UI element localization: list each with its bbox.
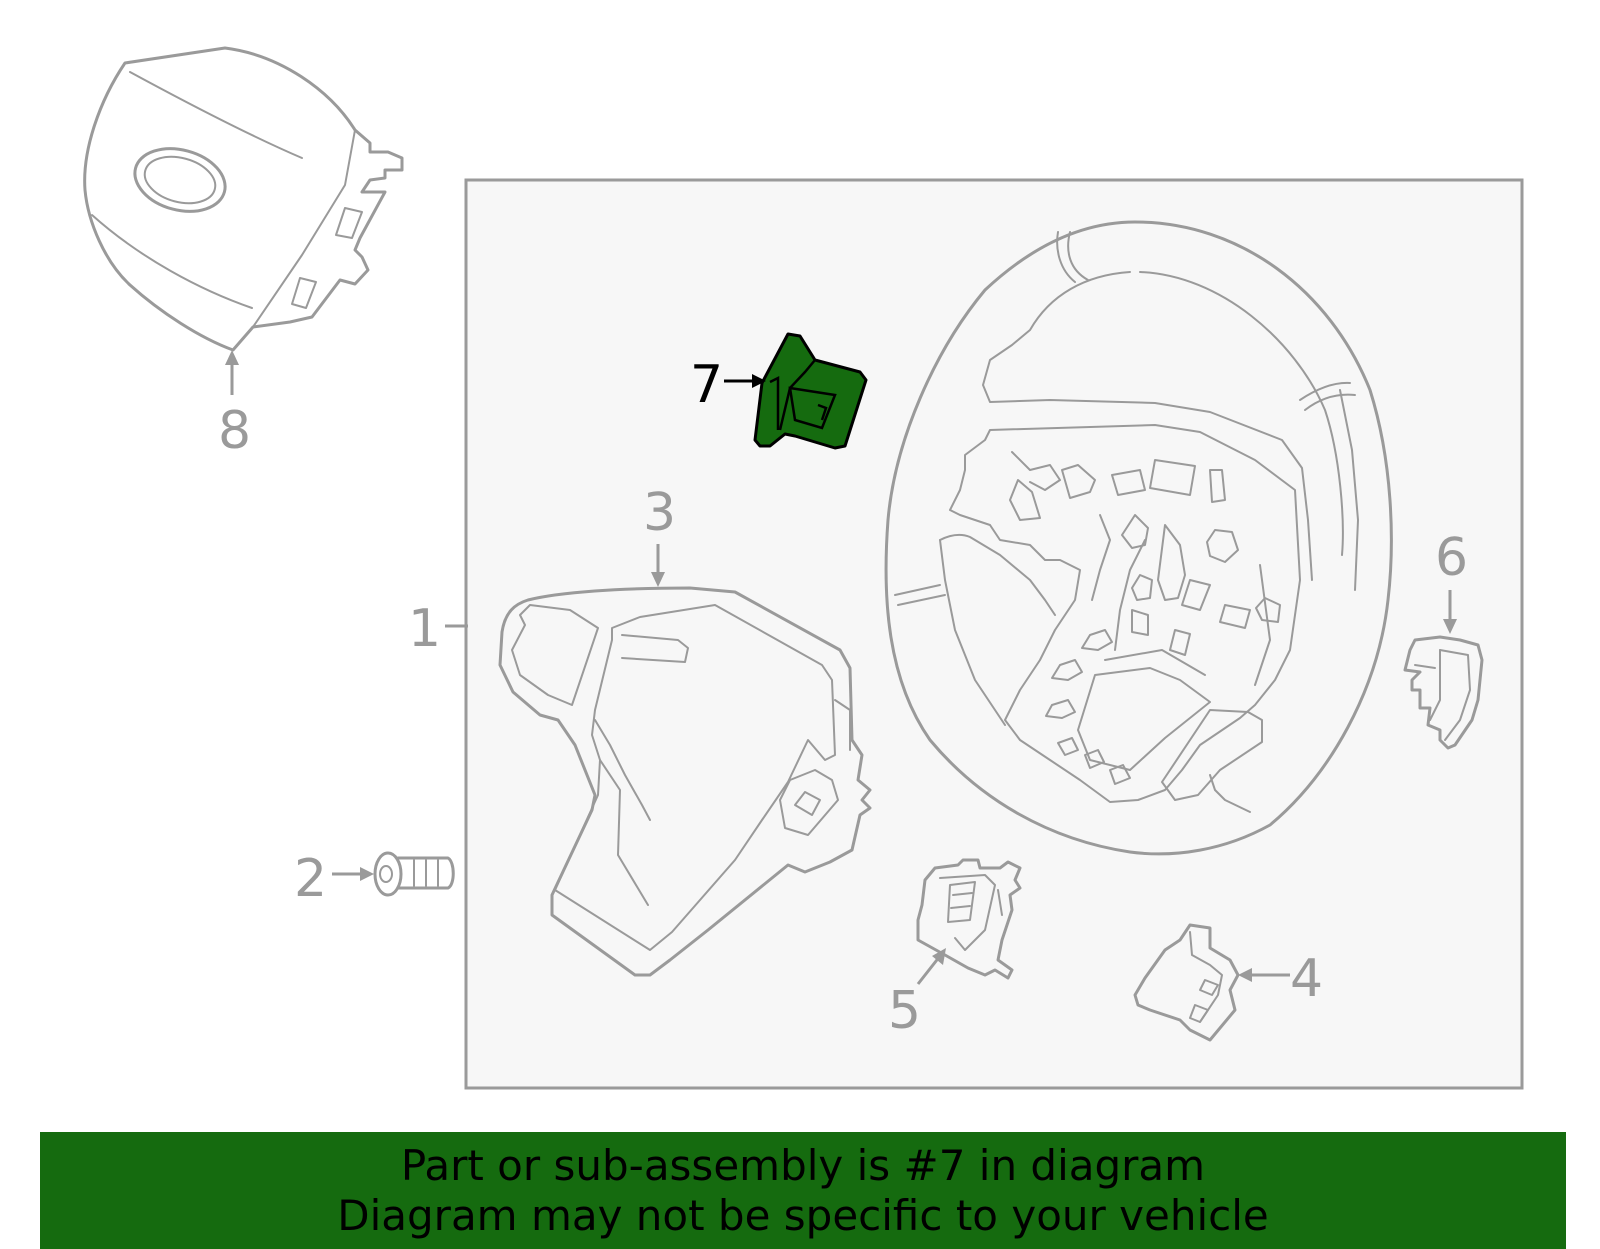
arrowhead-7 — [752, 374, 766, 388]
banner-line-disclaimer: Diagram may not be specific to your vehi… — [337, 1190, 1269, 1240]
assembly-panel — [464, 178, 1524, 1090]
arrowhead-5 — [932, 948, 946, 965]
part-6-side-switch[interactable] — [1403, 635, 1484, 750]
part-7-highlighted-switch[interactable] — [753, 332, 868, 450]
callout-2: 2 — [294, 849, 327, 909]
arrowhead-8 — [225, 350, 239, 365]
part-1-steering-wheel[interactable] — [884, 220, 1393, 856]
callout-3: 3 — [643, 483, 676, 543]
arrowhead-3 — [651, 572, 665, 587]
info-banner: Part or sub-assembly is #7 in diagram Di… — [40, 1132, 1566, 1249]
callout-6: 6 — [1435, 528, 1468, 588]
part-8-airbag-module[interactable] — [83, 46, 404, 352]
banner-line-part-number: Part or sub-assembly is #7 in diagram — [400, 1140, 1206, 1190]
arrowhead-6 — [1443, 619, 1457, 634]
info-banner-bg — [40, 1132, 1566, 1249]
callout-1: 1 — [408, 599, 441, 659]
callout-7: 7 — [690, 355, 723, 415]
arrowhead-2 — [360, 867, 374, 881]
leader-5 — [916, 955, 942, 985]
callout-4: 4 — [1290, 949, 1323, 1009]
part-5-left-switch[interactable] — [916, 858, 1022, 980]
callout-8: 8 — [218, 401, 251, 461]
part-3-wheel-bezel[interactable] — [498, 586, 872, 977]
part-2-screw[interactable] — [373, 851, 455, 897]
arrowhead-4 — [1238, 968, 1252, 982]
part-4-right-switch[interactable] — [1133, 923, 1240, 1042]
callout-5: 5 — [888, 981, 921, 1041]
